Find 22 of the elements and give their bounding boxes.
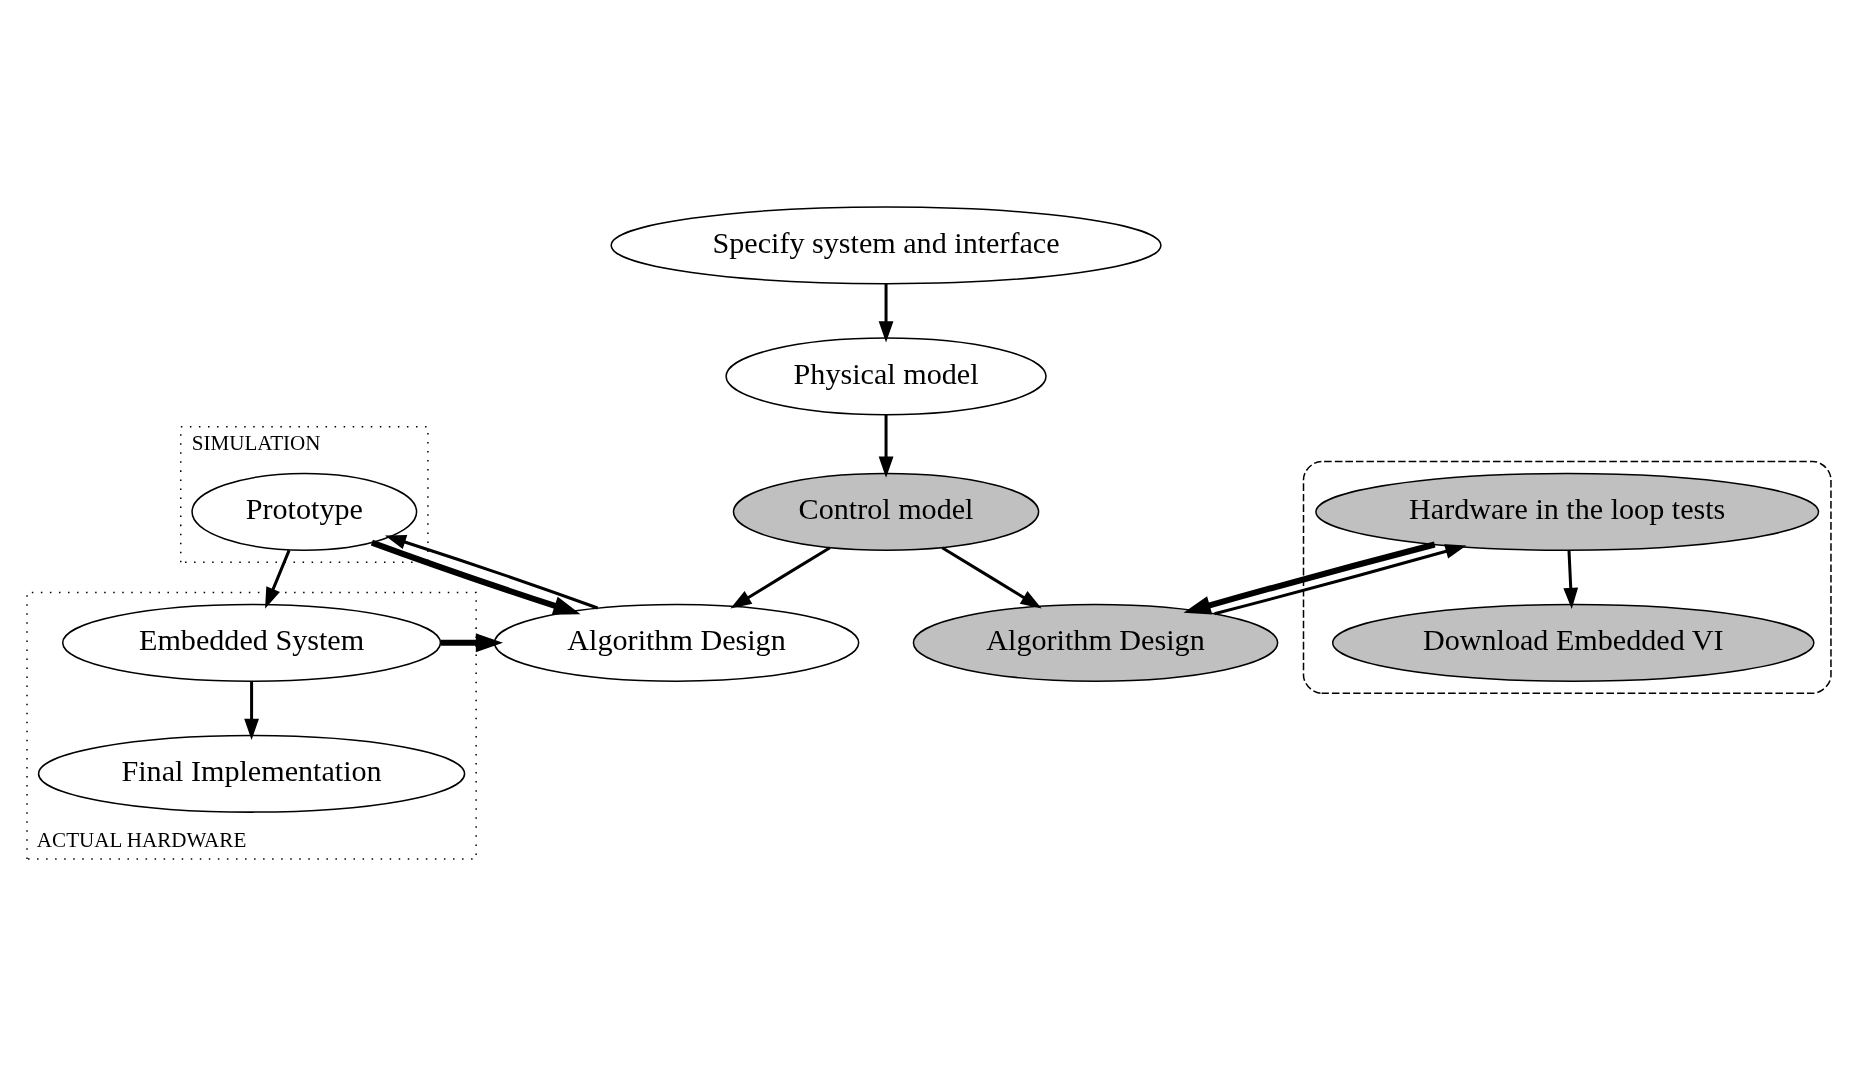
node-ellipse: Physical model	[725, 336, 1047, 415]
arrow	[384, 534, 599, 609]
node-ellipse: Hardware in the loop tests	[1315, 472, 1820, 551]
arrow	[941, 545, 1042, 608]
arrow	[244, 680, 259, 740]
node-ellipse: Control model	[732, 472, 1040, 551]
node-ellipse: Embedded System	[61, 603, 442, 682]
node-ellipse: Algorithm Design	[912, 603, 1279, 682]
node-ellipse: Algorithm Design	[493, 603, 860, 682]
arrow	[1183, 541, 1436, 614]
node-ellipse: Final Implementation	[37, 734, 466, 813]
arrow	[730, 545, 831, 608]
arrow	[878, 283, 894, 342]
node-ellipse: Specify system and interface	[610, 205, 1162, 284]
arrow	[1214, 543, 1467, 615]
node-ellipse: Download Embedded VI	[1331, 603, 1815, 682]
arrow	[878, 414, 894, 478]
arrow	[440, 632, 504, 652]
arrow	[1563, 549, 1579, 609]
arrow	[370, 539, 581, 615]
arrow	[265, 549, 291, 609]
cluster	[1302, 460, 1832, 694]
